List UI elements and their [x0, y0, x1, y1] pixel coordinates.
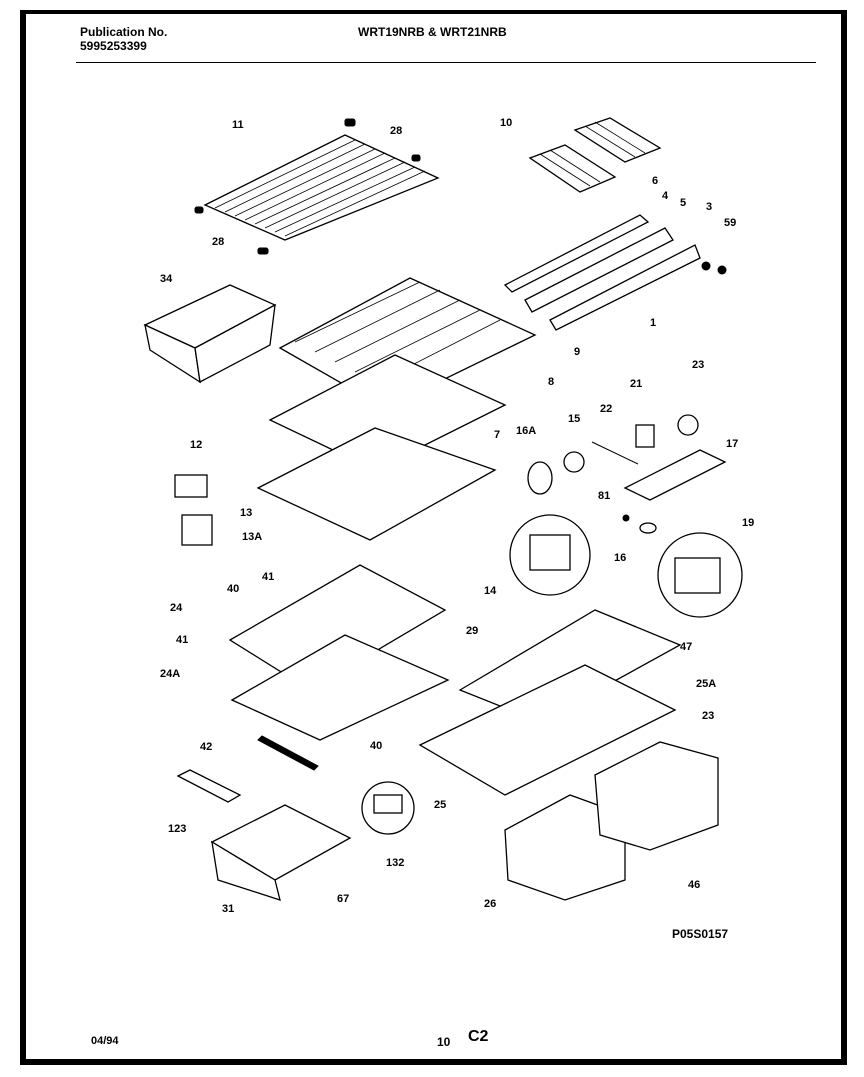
part-screw-59	[717, 265, 727, 275]
part-crisper-left	[504, 794, 626, 901]
callout-4: 4	[662, 190, 669, 202]
diagram-frame	[20, 10, 847, 1065]
callout-6: 6	[652, 175, 658, 187]
part-shelf-support-3	[194, 206, 204, 214]
part-shelf-support-1	[344, 118, 356, 127]
callout-59: 59	[724, 217, 736, 229]
part-shelf-support-2	[411, 154, 421, 162]
callout-29: 29	[466, 625, 478, 637]
callout-3: 3	[706, 201, 712, 213]
callout-13: 13	[240, 507, 252, 519]
callout-23a: 23	[692, 359, 704, 371]
callout-42: 42	[200, 741, 212, 753]
callout-40b: 40	[370, 740, 382, 752]
footer-page: 10	[437, 1035, 451, 1049]
callout-12: 12	[190, 439, 202, 451]
callout-26: 26	[484, 898, 496, 910]
callout-10: 10	[500, 117, 512, 129]
callout-41a: 41	[262, 571, 274, 583]
part-123	[176, 769, 242, 803]
part-freezer-bin	[143, 284, 277, 384]
part-shelf-lower	[230, 634, 450, 741]
footer-section: C2	[468, 1028, 489, 1045]
callout-16: 16	[614, 552, 626, 564]
part-21	[635, 424, 655, 448]
callout-5: 5	[680, 197, 686, 209]
callout-31: 31	[222, 903, 234, 915]
part-132	[373, 794, 403, 814]
part-crisper-cover-frame	[418, 664, 677, 796]
part-13	[181, 514, 213, 546]
callout-9: 9	[574, 346, 580, 358]
callout-41b: 41	[176, 634, 188, 646]
callout-24a: 24A	[160, 668, 180, 680]
part-15	[563, 451, 585, 473]
callout-1: 1	[650, 317, 656, 329]
callout-23b: 23	[702, 710, 714, 722]
callout-21: 21	[630, 378, 642, 390]
part-shelf-support-4	[257, 247, 269, 255]
header-rule	[76, 62, 816, 63]
part-shelf-rails	[503, 214, 701, 331]
callout-17: 17	[726, 438, 738, 450]
part-23	[677, 414, 699, 436]
part-22	[591, 441, 639, 465]
callout-19: 19	[742, 517, 754, 529]
callout-14: 14	[484, 585, 497, 597]
callout-123: 123	[168, 823, 186, 835]
part-16a	[527, 461, 553, 495]
footer-date: 04/94	[91, 1035, 119, 1047]
callout-24: 24	[170, 602, 183, 614]
diagram-code: P05S0157	[672, 927, 728, 941]
callout-15: 15	[568, 413, 580, 425]
callout-13a: 13A	[242, 531, 262, 543]
part-17	[623, 449, 727, 501]
part-meat-pan-front	[211, 840, 281, 901]
callout-67: 67	[337, 893, 349, 905]
callout-16a: 16A	[516, 425, 536, 437]
callout-132: 132	[386, 857, 404, 869]
callout-28a: 28	[390, 125, 402, 137]
callout-25a: 25A	[696, 678, 716, 690]
callout-8: 8	[548, 376, 554, 388]
part-81	[622, 514, 630, 522]
callout-11: 11	[232, 119, 244, 131]
callout-22: 22	[600, 403, 612, 415]
callout-28b: 28	[212, 236, 224, 248]
model-numbers: WRT19NRB & WRT21NRB	[358, 25, 507, 39]
callout-34: 34	[160, 273, 173, 285]
callout-81: 81	[598, 490, 610, 502]
callout-47: 47	[680, 641, 692, 653]
publication-label: Publication No.	[80, 25, 168, 39]
part-crisper-right	[594, 741, 719, 851]
part-wire-shelf	[203, 134, 440, 241]
part-14	[529, 534, 571, 571]
callout-7: 7	[494, 429, 500, 441]
part-19	[674, 557, 721, 594]
callout-25: 25	[434, 799, 446, 811]
part-16	[639, 522, 657, 534]
part-ice-trays	[528, 117, 662, 193]
publication-number: 5995253399	[80, 39, 147, 53]
part-screw-3	[701, 261, 711, 271]
part-12	[174, 474, 208, 498]
part-divider	[256, 427, 497, 541]
callout-46: 46	[688, 879, 700, 891]
callout-40a: 40	[227, 583, 239, 595]
part-42	[257, 735, 319, 771]
